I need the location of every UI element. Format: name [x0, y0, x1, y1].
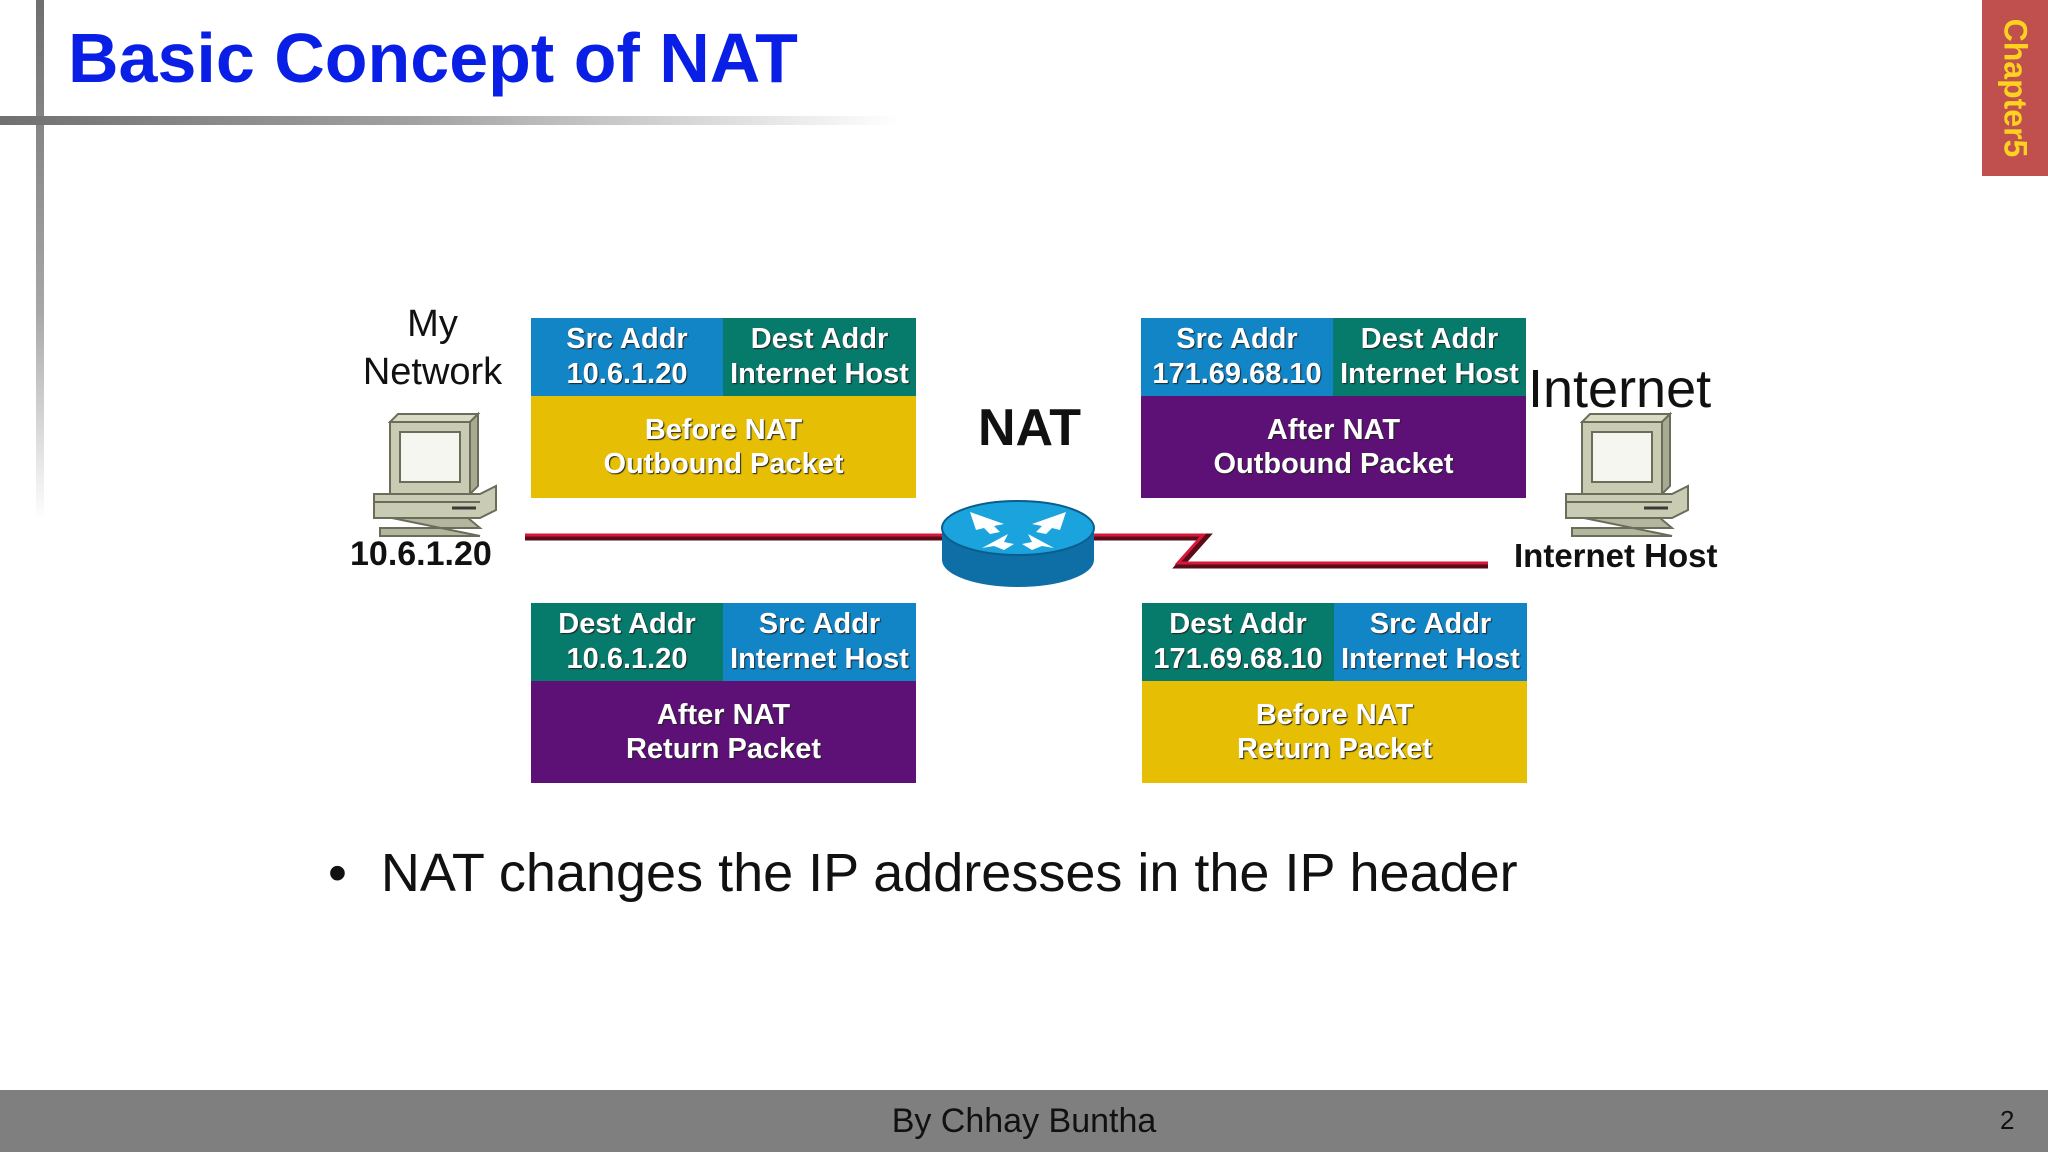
- packet-src-cell: Src Addr 10.6.1.20: [531, 318, 723, 396]
- cell-heading: Dest Addr: [751, 322, 889, 357]
- cell-value: Internet Host: [730, 642, 909, 677]
- cell-heading: Src Addr: [1176, 322, 1297, 357]
- cell-value: 10.6.1.20: [567, 357, 688, 392]
- my-network-label: My Network: [330, 300, 535, 396]
- packet-src-cell: Src Addr Internet Host: [1334, 603, 1527, 681]
- packet-body-line2: Return Packet: [626, 732, 821, 766]
- left-host-ip: 10.6.1.20: [350, 535, 492, 574]
- right-link: [1090, 537, 1488, 565]
- packet-dest-cell: Dest Addr Internet Host: [723, 318, 916, 396]
- cell-heading: Dest Addr: [1169, 607, 1307, 642]
- workstation-icon-left: [374, 414, 496, 536]
- packet-body-line1: After NAT: [657, 698, 790, 732]
- my-network-label-line1: My: [330, 300, 535, 348]
- packet-src-cell: Src Addr 171.69.68.10: [1141, 318, 1333, 396]
- cell-heading: Src Addr: [566, 322, 687, 357]
- packet-before-nat-outbound: Src Addr 10.6.1.20 Dest Addr Internet Ho…: [531, 318, 916, 498]
- page-number: 2: [2000, 1105, 2014, 1136]
- router-icon: [942, 501, 1094, 587]
- packet-body: Before NAT Outbound Packet: [531, 396, 916, 498]
- cell-value: 10.6.1.20: [567, 642, 688, 677]
- cell-value: Internet Host: [730, 357, 909, 392]
- cell-heading: Dest Addr: [558, 607, 696, 642]
- cell-value: 171.69.68.10: [1152, 357, 1321, 392]
- packet-body: After NAT Outbound Packet: [1141, 396, 1526, 498]
- footer-bar: By Chhay Buntha 2: [0, 1090, 2048, 1152]
- packet-body: Before NAT Return Packet: [1142, 681, 1527, 783]
- cell-heading: Src Addr: [1370, 607, 1491, 642]
- bullet-dot: •: [328, 843, 347, 903]
- packet-body-line1: After NAT: [1267, 413, 1400, 447]
- packet-src-cell: Src Addr Internet Host: [723, 603, 916, 681]
- cell-heading: Src Addr: [759, 607, 880, 642]
- packet-body-line2: Return Packet: [1237, 732, 1432, 766]
- packet-body-line1: Before NAT: [1256, 698, 1413, 732]
- packet-body-line2: Outbound Packet: [1213, 447, 1453, 481]
- cell-value: Internet Host: [1340, 357, 1519, 392]
- nat-label: NAT: [978, 398, 1081, 458]
- packet-after-nat-outbound: Src Addr 171.69.68.10 Dest Addr Internet…: [1141, 318, 1526, 498]
- packet-body: After NAT Return Packet: [531, 681, 916, 783]
- packet-dest-cell: Dest Addr 171.69.68.10: [1142, 603, 1334, 681]
- bullet-item: • NAT changes the IP addresses in the IP …: [328, 842, 1518, 904]
- packet-dest-cell: Dest Addr 10.6.1.20: [531, 603, 723, 681]
- cell-heading: Dest Addr: [1361, 322, 1499, 357]
- cell-value: Internet Host: [1341, 642, 1520, 677]
- packet-before-nat-return: Dest Addr 171.69.68.10 Src Addr Internet…: [1142, 603, 1527, 783]
- packet-after-nat-return: Dest Addr 10.6.1.20 Src Addr Internet Ho…: [531, 603, 916, 783]
- packet-body-line2: Outbound Packet: [603, 447, 843, 481]
- workstation-icon-right: [1566, 414, 1688, 536]
- cell-value: 171.69.68.10: [1153, 642, 1322, 677]
- internet-host-label: Internet Host: [1514, 537, 1718, 575]
- my-network-label-line2: Network: [330, 348, 535, 396]
- footer-author: By Chhay Buntha: [0, 1102, 2048, 1141]
- internet-label: Internet: [1528, 358, 1711, 420]
- packet-dest-cell: Dest Addr Internet Host: [1333, 318, 1526, 396]
- packet-body-line1: Before NAT: [645, 413, 802, 447]
- bullet-text: NAT changes the IP addresses in the IP h…: [381, 843, 1518, 903]
